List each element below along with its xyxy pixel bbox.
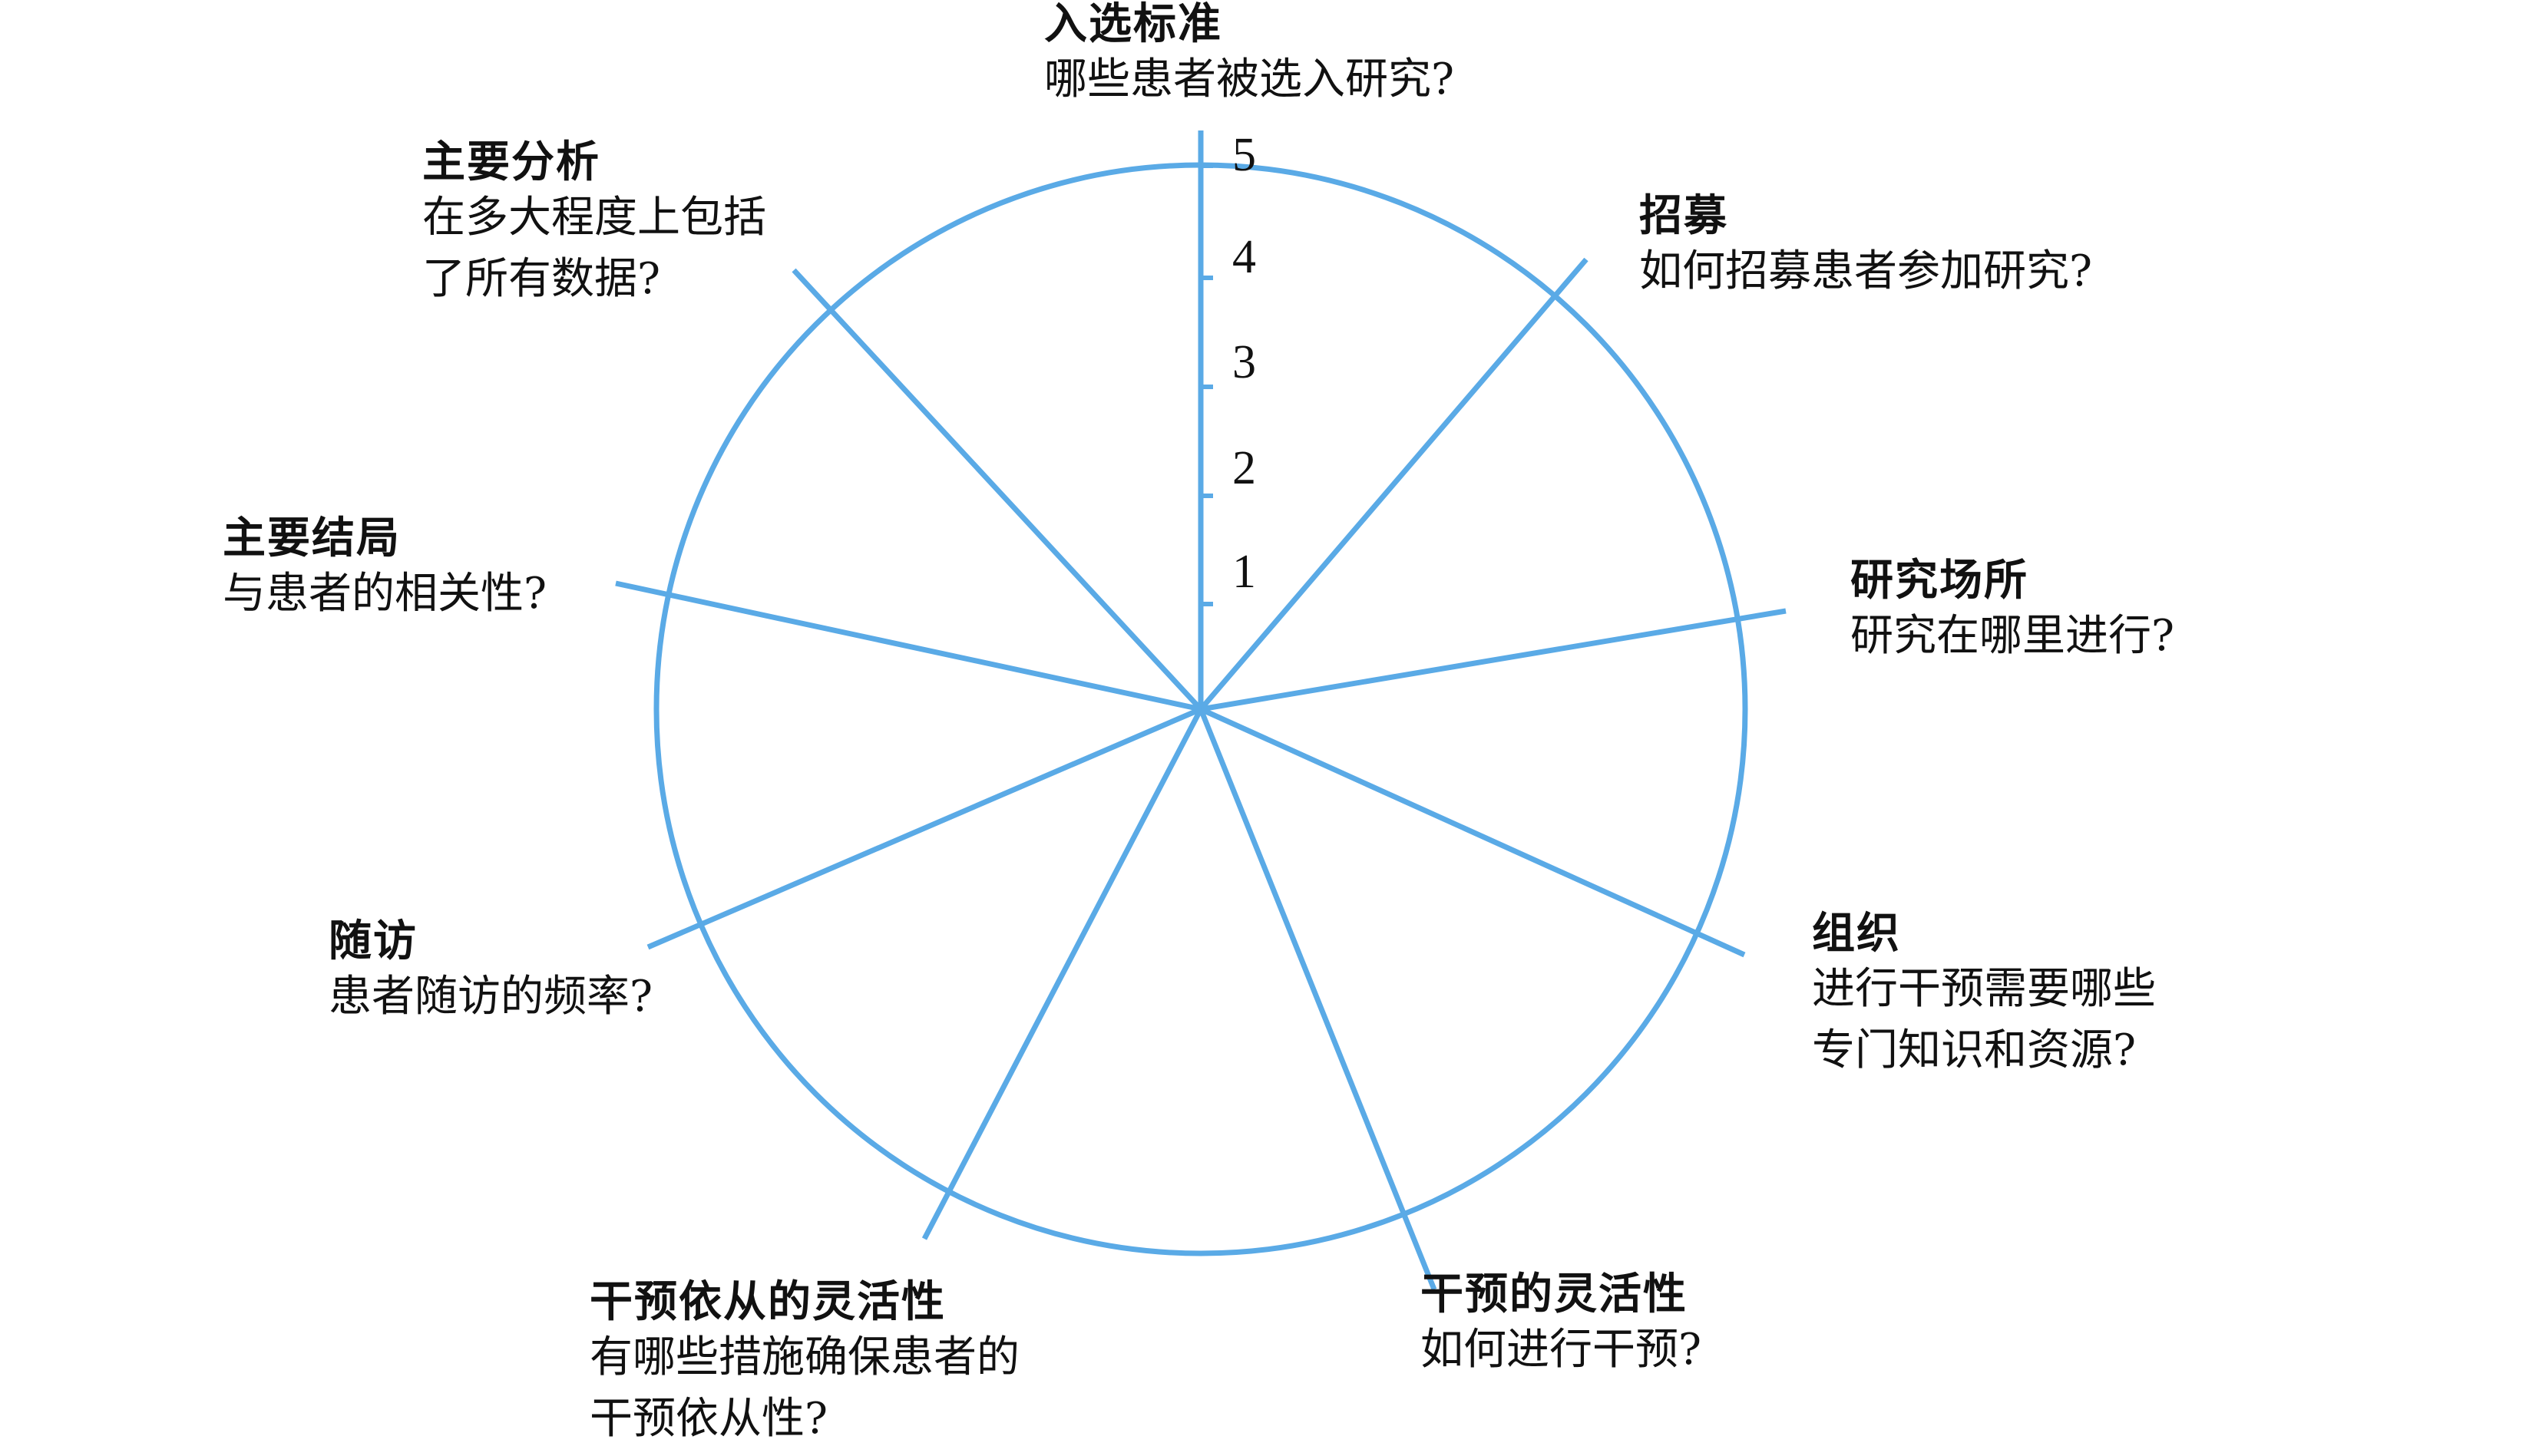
domain-label-flexibility-adherence: 干预依从的灵活性 有哪些措施确保患者的 干预依从性? (590, 1277, 1020, 1450)
domain-question-line: 有哪些措施确保患者的 (590, 1332, 1020, 1383)
scale-label-1: 1 (1232, 546, 1256, 598)
spoke-primary-outcome (615, 580, 1202, 712)
scale-label-3: 3 (1232, 336, 1256, 388)
scale-label-4: 4 (1232, 231, 1256, 283)
domain-title: 入选标准 (1044, 0, 1222, 49)
domain-title: 随访 (329, 916, 418, 966)
domain-question-line: 与患者的相关性? (223, 569, 547, 619)
domain-label-setting: 研究场所 研究在哪里进行? (1850, 556, 2174, 667)
domain-label-primary-analysis: 主要分析 在多大程度上包括 了所有数据? (422, 137, 766, 310)
spoke-recruitment (1198, 257, 1589, 711)
domain-title: 研究场所 (1850, 556, 2028, 606)
domain-label-eligibility: 入选标准 哪些患者被选入研究? (1044, 0, 1454, 111)
domain-question-line: 如何进行干预? (1420, 1325, 1702, 1375)
domain-question-line: 研究在哪里进行? (1850, 611, 2175, 662)
domain-question-line: 专门知识和资源? (1812, 1025, 2137, 1076)
spoke-primary-analysis (792, 268, 1203, 711)
domain-title: 主要分析 (422, 137, 600, 187)
domain-question-line: 在多大程度上包括 (422, 193, 766, 243)
domain-title: 干预依从的灵活性 (590, 1277, 946, 1327)
domain-label-follow-up: 随访 患者随访的频率? (329, 916, 653, 1028)
scale-label-5: 5 (1232, 129, 1256, 181)
domain-question-line: 进行干预需要哪些 (1812, 964, 2156, 1015)
domain-label-recruitment: 招募 如何招募患者参加研究? (1639, 191, 2093, 302)
spoke-organisation (1199, 706, 1746, 958)
domain-label-primary-outcome: 主要结局 与患者的相关性? (223, 513, 547, 625)
scale-label-2: 2 (1232, 442, 1256, 494)
domain-title: 干预的灵活性 (1420, 1269, 1688, 1319)
domain-title: 招募 (1639, 191, 1728, 241)
spoke-flexibility-delivery (1198, 708, 1437, 1291)
domain-question-line: 哪些患者被选入研究? (1044, 54, 1455, 105)
spoke-setting (1200, 608, 1787, 712)
domain-question-line: 了所有数据? (422, 254, 661, 305)
domain-label-organisation: 组织 进行干预需要哪些 专门知识和资源? (1812, 909, 2156, 1081)
domain-title: 组织 (1812, 909, 1901, 959)
domain-label-flexibility-delivery: 干预的灵活性 如何进行干预? (1420, 1269, 1702, 1381)
domain-question-line: 患者随访的频率? (329, 972, 653, 1022)
domain-question-line: 如何招募患者参加研究? (1639, 246, 2093, 297)
spoke-follow-up (646, 706, 1202, 950)
domain-question-line: 干预依从性? (590, 1394, 828, 1444)
domain-title: 主要结局 (223, 513, 401, 563)
spoke-flexibility-adherence (921, 708, 1204, 1240)
